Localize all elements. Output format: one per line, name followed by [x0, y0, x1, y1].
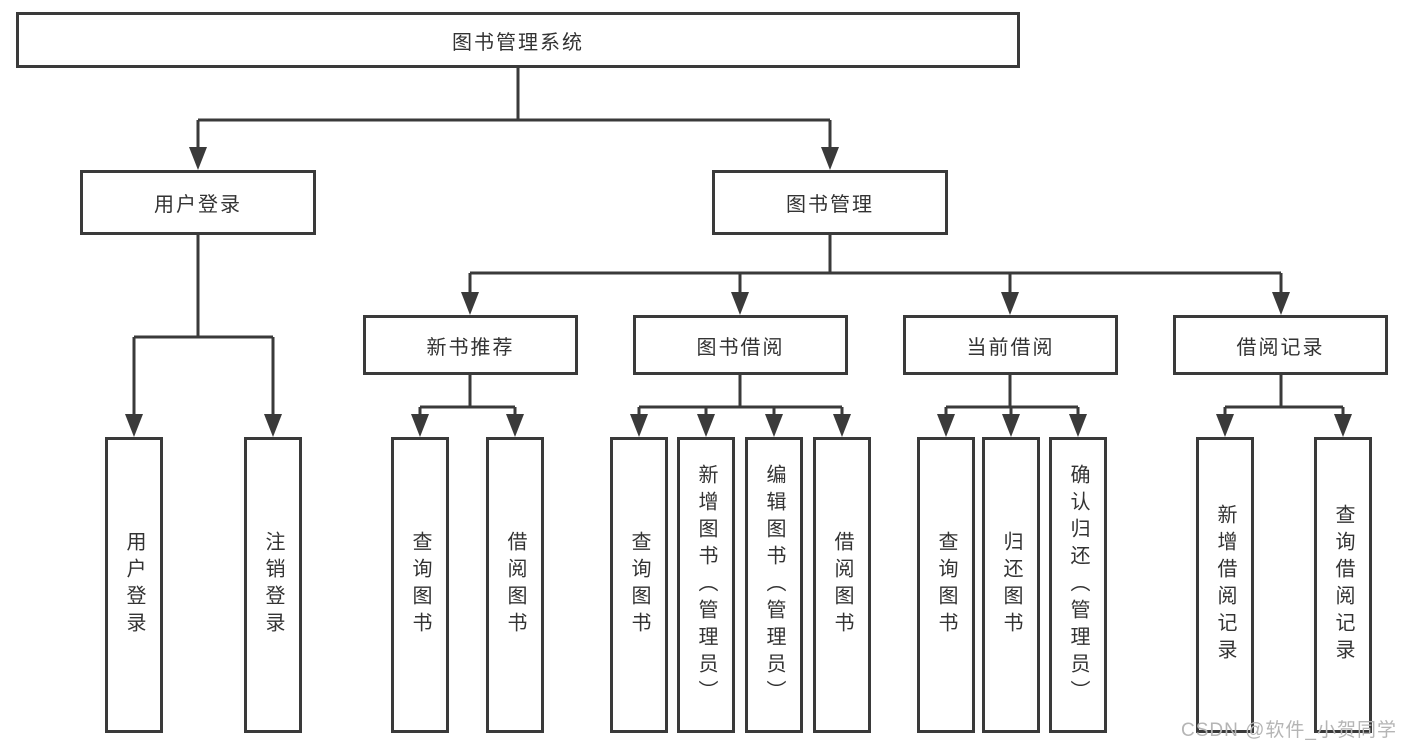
- leaf-current-query-books: 查询图书: [917, 437, 975, 733]
- node-book-borrow-label: 图书借阅: [696, 336, 785, 359]
- leaf-logout-label: 注销登录: [262, 531, 284, 639]
- arrowhead-icon: [833, 414, 851, 437]
- leaf-newbook-borrow-books: 借阅图书: [486, 437, 544, 733]
- arrowhead-icon: [1216, 414, 1234, 437]
- node-new-book-recommend: 新书推荐: [363, 315, 578, 375]
- leaf-borrow-query-books-label: 查询图书: [628, 531, 650, 639]
- node-user-login-label: 用户登录: [154, 194, 242, 216]
- leaf-borrow-query-books: 查询图书: [610, 437, 668, 733]
- leaf-borrow-add-books-admin-label: 新增图书（管理员）: [695, 463, 717, 707]
- arrowhead-icon: [411, 414, 429, 437]
- leaf-current-return-books: 归还图书: [982, 437, 1040, 733]
- node-user-login: 用户登录: [80, 170, 316, 235]
- leaf-borrow-borrow-books: 借阅图书: [813, 437, 871, 733]
- arrowhead-icon: [1002, 414, 1020, 437]
- leaf-current-confirm-return-admin: 确认归还（管理员）: [1049, 437, 1107, 733]
- leaf-record-query-borrow-record: 查询借阅记录: [1314, 437, 1372, 733]
- leaf-borrow-edit-books-admin: 编辑图书（管理员）: [745, 437, 803, 733]
- arrowhead-icon: [630, 414, 648, 437]
- arrowhead-icon: [264, 414, 282, 437]
- leaf-borrow-add-books-admin: 新增图书（管理员）: [677, 437, 735, 733]
- arrowhead-icon: [125, 414, 143, 437]
- node-borrow-records-label: 借阅记录: [1236, 336, 1325, 359]
- arrowhead-icon: [765, 414, 783, 437]
- arrowhead-icon: [1001, 292, 1019, 315]
- arrowhead-icon: [1069, 414, 1087, 437]
- node-root-label: 图书管理系统: [452, 31, 584, 54]
- node-current-borrow: 当前借阅: [903, 315, 1118, 375]
- node-root: 图书管理系统: [16, 12, 1020, 68]
- arrowhead-icon: [506, 414, 524, 437]
- leaf-borrow-borrow-books-label: 借阅图书: [831, 531, 853, 639]
- node-new-book-recommend-label: 新书推荐: [426, 336, 515, 359]
- leaf-newbook-borrow-books-label: 借阅图书: [504, 531, 526, 639]
- arrowhead-icon: [1272, 292, 1290, 315]
- leaf-user-login: 用户登录: [105, 437, 163, 733]
- arrowhead-icon: [937, 414, 955, 437]
- leaf-current-confirm-return-admin-label: 确认归还（管理员）: [1067, 463, 1089, 707]
- node-book-borrow: 图书借阅: [633, 315, 848, 375]
- leaf-record-add-borrow-record: 新增借阅记录: [1196, 437, 1254, 733]
- arrowhead-icon: [697, 414, 715, 437]
- arrowhead-icon: [189, 147, 207, 170]
- leaf-current-query-books-label: 查询图书: [935, 531, 957, 639]
- node-book-management: 图书管理: [712, 170, 948, 235]
- leaf-newbook-query-books: 查询图书: [391, 437, 449, 733]
- leaf-user-login-label: 用户登录: [123, 531, 145, 639]
- leaf-newbook-query-books-label: 查询图书: [409, 531, 431, 639]
- leaf-record-query-borrow-record-label: 查询借阅记录: [1332, 504, 1354, 666]
- leaf-record-add-borrow-record-label: 新增借阅记录: [1214, 504, 1236, 666]
- node-book-management-label: 图书管理: [786, 194, 874, 216]
- arrowhead-icon: [1334, 414, 1352, 437]
- leaf-current-return-books-label: 归还图书: [1000, 531, 1022, 639]
- node-current-borrow-label: 当前借阅: [966, 336, 1055, 359]
- leaf-logout: 注销登录: [244, 437, 302, 733]
- arrowhead-icon: [731, 292, 749, 315]
- leaf-borrow-edit-books-admin-label: 编辑图书（管理员）: [763, 463, 785, 707]
- arrowhead-icon: [461, 292, 479, 315]
- node-borrow-records: 借阅记录: [1173, 315, 1388, 375]
- arrowhead-icon: [821, 147, 839, 170]
